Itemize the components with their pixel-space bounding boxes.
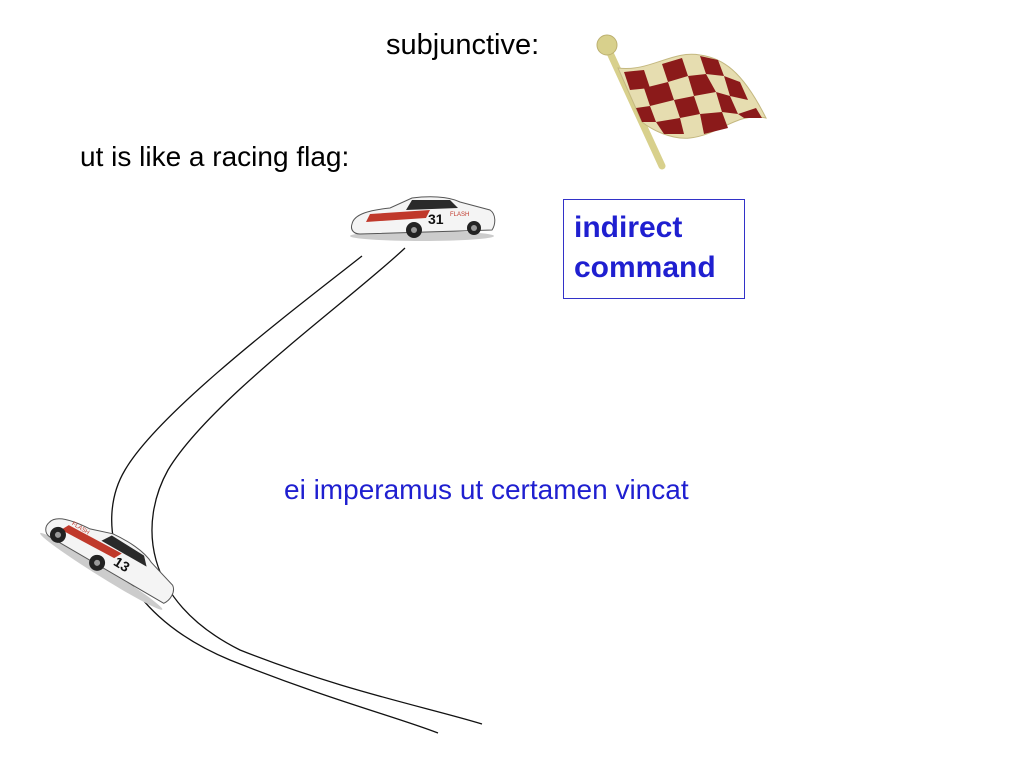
flag-checks — [624, 56, 762, 134]
slide-heading: subjunctive: — [386, 29, 540, 61]
checkered-flag-icon — [596, 34, 767, 170]
car-stripe — [366, 210, 430, 222]
race-car-icon: 13 FLASH — [40, 518, 174, 610]
car-number: 31 — [428, 211, 444, 227]
car-body — [45, 518, 174, 604]
car-sponsor: FLASH — [450, 212, 469, 218]
flag-cloth — [617, 53, 767, 139]
intro-text: ut is like a racing flag: — [80, 141, 350, 172]
definition-line-1: indirect — [574, 211, 683, 244]
race-car-icon: 31 FLASH — [350, 196, 496, 241]
definition-line-2: command — [574, 251, 716, 284]
flag-pole-knob — [596, 34, 618, 56]
tire-track-right — [151, 247, 483, 725]
definition-box: indirect command — [563, 199, 745, 299]
car-stripe — [61, 525, 122, 559]
car-windshield — [101, 535, 147, 567]
car-windshield — [406, 200, 458, 210]
example-sentence: ei imperamus ut certamen vincat — [284, 474, 689, 505]
car-number: 13 — [111, 553, 133, 575]
